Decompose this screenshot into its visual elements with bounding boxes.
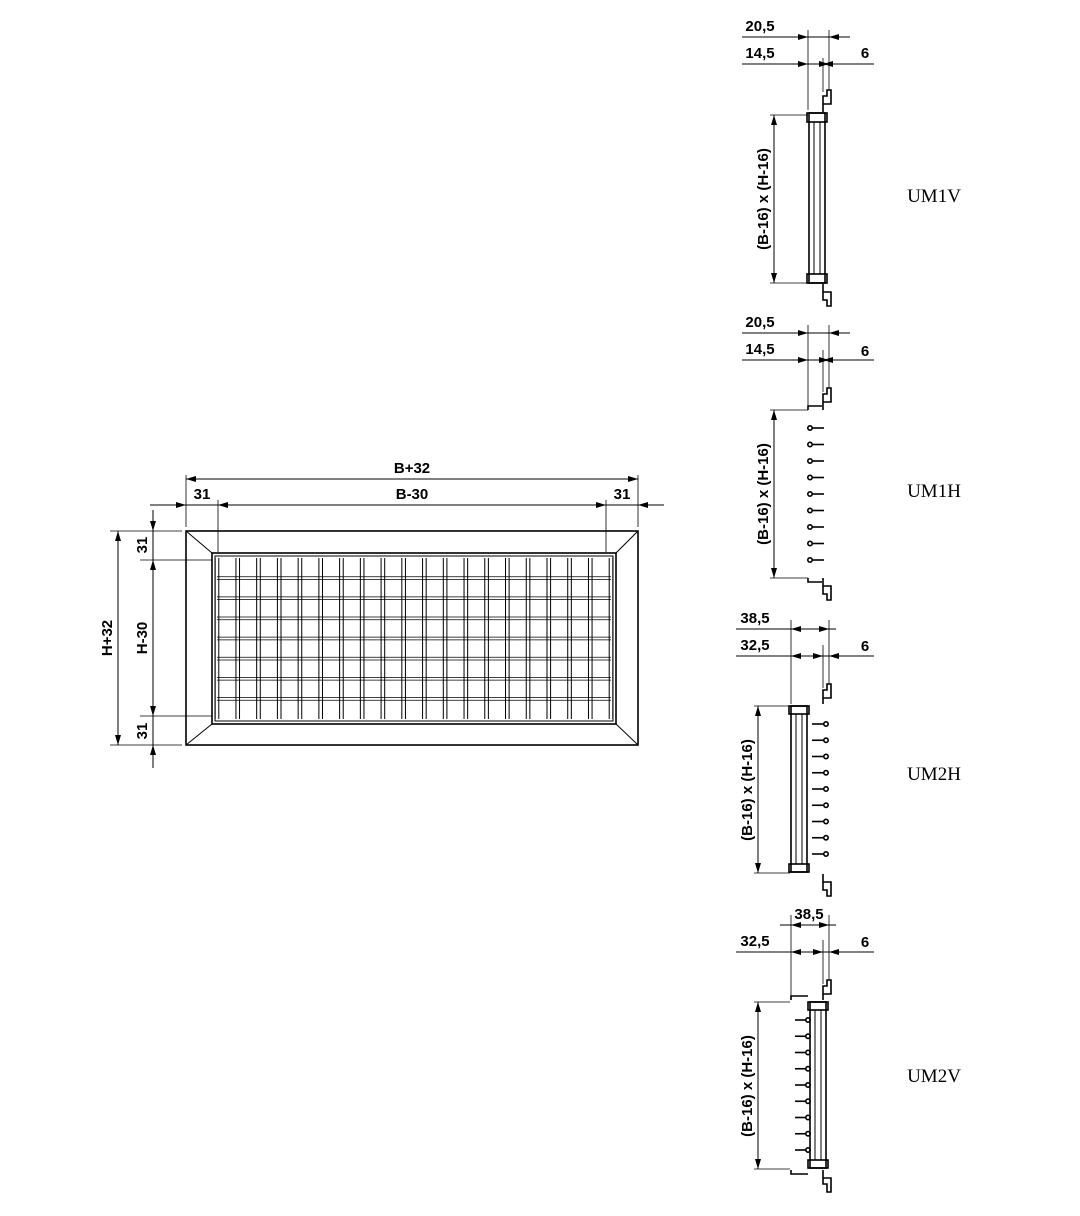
blade-tip — [822, 785, 829, 792]
um2h-dim-offset: 6 — [861, 638, 869, 655]
section-um2h: 38,5 32,5 6 (B-16) x (H-16) UM2H — [736, 610, 961, 897]
blade-tip — [806, 441, 813, 448]
um2h-label: UM2H — [907, 764, 961, 785]
blade-tip — [822, 769, 829, 776]
um2h-dim-outer: 38,5 — [740, 610, 769, 627]
border-right-label: 31 — [614, 486, 631, 503]
um2h-horizontal-blades — [812, 720, 829, 857]
blade-tip — [806, 540, 813, 547]
blade-tip — [822, 802, 829, 809]
blade-tip — [822, 818, 829, 825]
width-overall-label: B+32 — [394, 460, 430, 477]
vertical-blades — [214, 558, 614, 719]
width-inner-label: B-30 — [396, 486, 429, 503]
um2v-size-label: (B-16) x (H-16) — [739, 1035, 756, 1137]
blade-tip — [822, 850, 829, 857]
width-dimensions: B+32 B-30 31 31 — [150, 460, 664, 552]
blade-tip — [804, 1147, 811, 1154]
horizontal-blades — [217, 576, 611, 701]
blade-tip — [822, 737, 829, 744]
um1v-dim-offset: 6 — [861, 45, 869, 62]
height-inner-label: H-30 — [134, 622, 151, 655]
blade-tip — [806, 507, 813, 514]
grille-frame — [185, 530, 639, 746]
um1v-size-label: (B-16) x (H-16) — [755, 148, 772, 250]
height-dimensions: H+32 H-30 31 31 — [99, 510, 212, 768]
um1h-dim-outer: 20,5 — [745, 314, 774, 331]
blade-tip — [822, 753, 829, 760]
um1v-label: UM1V — [907, 186, 961, 207]
height-overall-label: H+32 — [99, 620, 116, 656]
um1h-label: UM1H — [907, 481, 961, 502]
blade-tip — [806, 556, 813, 563]
blade-tip — [806, 457, 813, 464]
border-left-label: 31 — [194, 486, 211, 503]
um2h-dim-inner: 32,5 — [740, 637, 769, 654]
blade-tip — [806, 424, 813, 431]
um2v-horizontal-blades — [795, 1016, 811, 1154]
blade-tip — [804, 1033, 811, 1040]
blade-tip — [804, 1098, 811, 1105]
blade-tip — [804, 1016, 811, 1023]
um1h-size-label: (B-16) x (H-16) — [755, 443, 772, 545]
um2v-dim-offset: 6 — [861, 934, 869, 951]
um2v-label: UM2V — [907, 1066, 961, 1087]
um1v-dim-inner: 14,5 — [745, 45, 774, 62]
border-top-label: 31 — [134, 537, 151, 554]
blade-tip — [822, 720, 829, 727]
blade-tip — [804, 1065, 811, 1072]
front-view: B+32 B-30 31 31 H+32 H-30 31 31 — [99, 460, 664, 768]
border-bottom-label: 31 — [134, 723, 151, 740]
blade-tip — [804, 1114, 811, 1121]
blade-tip — [804, 1082, 811, 1089]
um2v-dim-inner: 32,5 — [740, 933, 769, 950]
um1h-dim-offset: 6 — [861, 343, 869, 360]
um1h-horizontal-blades — [806, 424, 824, 563]
blade-tip — [806, 523, 813, 530]
um1h-dim-inner: 14,5 — [745, 341, 774, 358]
section-um1v: 20,5 14,5 6 (B-16) x (H-16) UM1V — [742, 18, 961, 307]
blade-tip — [806, 490, 813, 497]
blade-tip — [822, 834, 829, 841]
um2h-size-label: (B-16) x (H-16) — [739, 739, 756, 841]
um1v-dim-outer: 20,5 — [745, 18, 774, 35]
um2v-dim-outer: 38,5 — [794, 906, 823, 923]
blade-tip — [804, 1049, 811, 1056]
blade-tip — [806, 474, 813, 481]
section-um2v: 38,5 32,5 6 (B-16) x (H-16) UM2V — [736, 906, 961, 1193]
section-um1h: 20,5 14,5 6 (B-16) x (H-16) UM1H — [742, 314, 961, 601]
blade-tip — [804, 1130, 811, 1137]
